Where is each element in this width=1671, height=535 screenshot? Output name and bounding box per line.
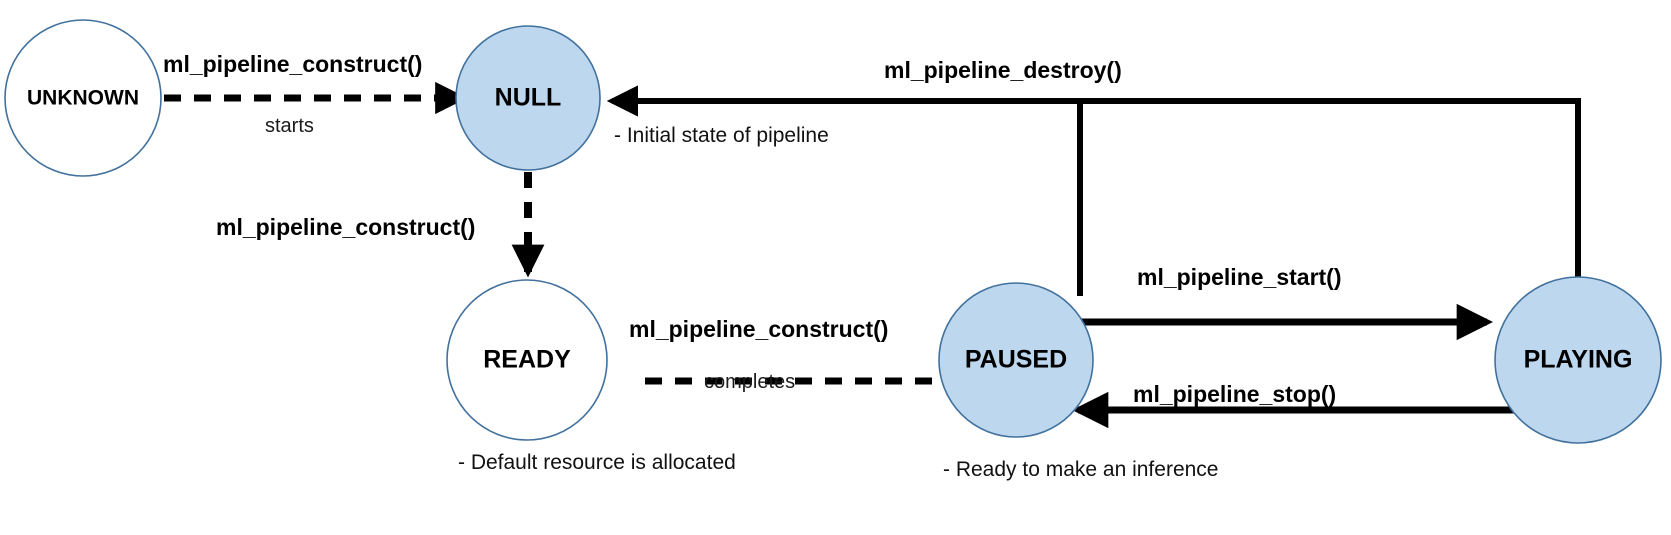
state-circle-unknown[interactable] [4, 19, 162, 177]
state-node-unknown[interactable]: UNKNOWN [4, 19, 162, 177]
edge-label-construct-ready-paused: ml_pipeline_construct() [629, 316, 888, 342]
state-node-playing[interactable]: PLAYING [1494, 276, 1662, 444]
transition-destroy-to-null [606, 85, 1581, 298]
state-circle-null[interactable] [455, 25, 601, 171]
edge-sublabel-starts: starts [265, 115, 314, 137]
state-label-paused: PAUSED [965, 346, 1067, 374]
note-paused-state: - Ready to make an inference [943, 458, 1218, 481]
state-node-paused[interactable]: PAUSED [938, 282, 1094, 438]
state-circle-paused[interactable] [938, 282, 1094, 438]
edge-destroy-main-path [606, 85, 1581, 298]
state-node-null[interactable]: NULL [455, 25, 601, 171]
state-label-ready: READY [483, 346, 571, 374]
state-label-playing: PLAYING [1524, 346, 1633, 374]
note-ready-state: - Default resource is allocated [458, 451, 736, 474]
edge-label-destroy: ml_pipeline_destroy() [884, 57, 1122, 83]
edge-label-start: ml_pipeline_start() [1137, 264, 1342, 290]
edge-label-construct-null-ready: ml_pipeline_construct() [216, 214, 475, 240]
state-circle-ready[interactable] [446, 279, 608, 441]
edge-label-construct-unknown-null: ml_pipeline_construct() [163, 51, 422, 77]
state-label-unknown: UNKNOWN [27, 87, 139, 110]
state-label-null: NULL [495, 84, 562, 112]
edge-sublabel-completes: completes [704, 371, 795, 393]
edge-label-stop: ml_pipeline_stop() [1133, 381, 1336, 407]
state-circle-playing[interactable] [1494, 276, 1662, 444]
state-node-ready[interactable]: READY [446, 279, 608, 441]
note-null-state: - Initial state of pipeline [614, 124, 829, 147]
